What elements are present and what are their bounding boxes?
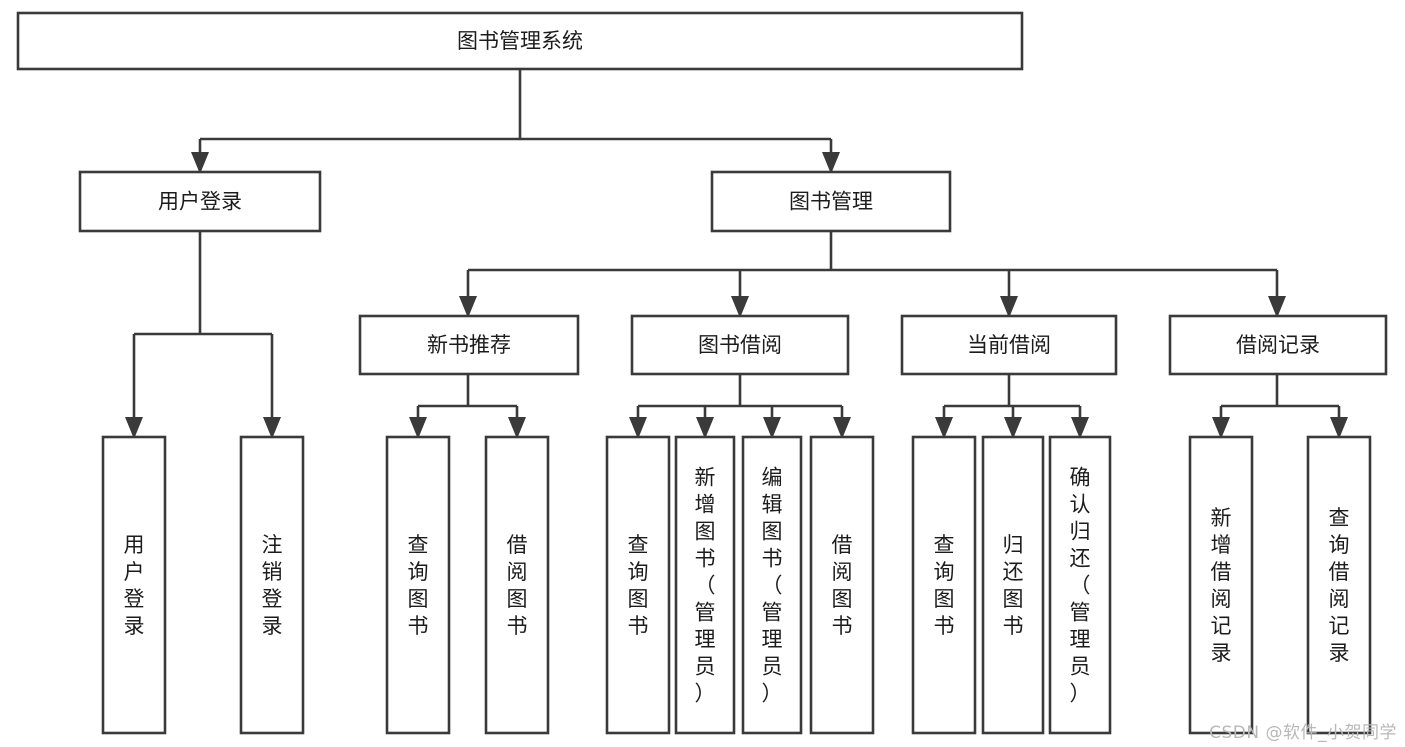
node-label: 查询图书 [934, 533, 955, 638]
node-label: 归还图书 [1003, 533, 1024, 638]
arrow-head-icon [1000, 296, 1018, 318]
arrow-head-icon [1212, 417, 1230, 439]
leaf-node-leaf-borrow-book-bor[interactable]: 借阅图书 [809, 435, 875, 735]
node-new-book-recommend[interactable]: 新书推荐 [358, 314, 580, 376]
node-label: 查询借阅记录 [1329, 506, 1350, 665]
node-book-borrow[interactable]: 图书借阅 [630, 314, 850, 376]
node-user-login[interactable]: 用户登录 [78, 170, 322, 233]
node-box [1188, 435, 1254, 735]
arrow-head-icon [409, 417, 427, 439]
leaf-node-leaf-query-book-bor[interactable]: 查询图书 [605, 435, 671, 735]
node-box [239, 435, 305, 735]
node-box [1048, 435, 1112, 735]
node-label: 注销登录 [262, 533, 283, 638]
node-label: 查询图书 [408, 533, 429, 638]
leaf-node-leaf-logout[interactable]: 注销登录 [239, 435, 305, 735]
node-label: 图书管理系统 [457, 29, 583, 53]
connector-group-book-manage-to-level3 [459, 231, 1286, 318]
arrow-head-icon [1071, 417, 1089, 439]
node-box [605, 435, 671, 735]
arrow-head-icon [263, 417, 281, 439]
leaf-node-leaf-query-book-rec[interactable]: 查询图书 [385, 435, 451, 735]
node-current-borrow[interactable]: 当前借阅 [900, 314, 1118, 376]
node-label: 借阅图书 [507, 533, 528, 638]
arrow-head-icon [459, 296, 477, 318]
node-box [710, 170, 952, 233]
node-label: 用户登录 [158, 190, 242, 214]
arrow-head-icon [763, 417, 781, 439]
connector-group-borrow-record-to-leaves [1212, 374, 1348, 439]
arrow-head-icon [1268, 296, 1286, 318]
leaf-node-leaf-return-book[interactable]: 归还图书 [981, 435, 1045, 735]
node-book-manage[interactable]: 图书管理 [710, 170, 952, 233]
leaf-node-leaf-query-book-cur[interactable]: 查询图书 [911, 435, 977, 735]
node-box [101, 435, 167, 735]
connector-group-user-login-to-leaves [125, 231, 281, 439]
node-label: 图书管理 [789, 190, 873, 214]
node-label: 新书推荐 [427, 333, 511, 357]
arrow-head-icon [125, 417, 143, 439]
node-borrow-record[interactable]: 借阅记录 [1168, 314, 1388, 376]
node-box [674, 435, 736, 735]
arrow-head-icon [1004, 417, 1022, 439]
node-label: 查询图书 [628, 533, 649, 638]
node-label: 确认归还（管理员） [1070, 466, 1091, 706]
node-box [358, 314, 580, 376]
node-box [911, 435, 977, 735]
node-box [1168, 314, 1388, 376]
arrow-head-icon [822, 152, 840, 174]
node-box [981, 435, 1045, 735]
node-box [1306, 435, 1372, 735]
node-label: 新增借阅记录 [1211, 506, 1232, 665]
node-box [809, 435, 875, 735]
node-label: 借阅记录 [1236, 333, 1320, 357]
node-box [78, 170, 322, 233]
arrow-head-icon [508, 417, 526, 439]
arrow-head-icon [1330, 417, 1348, 439]
node-root[interactable]: 图书管理系统 [16, 11, 1024, 71]
arrow-head-icon [935, 417, 953, 439]
node-box [385, 435, 451, 735]
node-box [630, 314, 850, 376]
node-label: 当前借阅 [967, 333, 1051, 357]
arrow-head-icon [833, 417, 851, 439]
leaf-node-leaf-add-book[interactable]: 新增图书（管理员） [674, 435, 736, 735]
connector-group-book-borrow-to-leaves [629, 374, 851, 439]
leaf-node-leaf-confirm-return[interactable]: 确认归还（管理员） [1048, 435, 1112, 735]
leaf-node-leaf-edit-book[interactable]: 编辑图书（管理员） [741, 435, 803, 735]
arrow-head-icon [731, 296, 749, 318]
node-label: 借阅图书 [832, 533, 853, 638]
connector-group-root-to-level2 [191, 69, 840, 174]
node-label: 编辑图书（管理员） [762, 466, 783, 706]
leaf-node-leaf-add-record[interactable]: 新增借阅记录 [1188, 435, 1254, 735]
arrow-head-icon [191, 152, 209, 174]
node-box [741, 435, 803, 735]
node-box [484, 435, 550, 735]
arrow-head-icon [696, 417, 714, 439]
node-label: 新增图书（管理员） [695, 466, 716, 706]
node-box [16, 11, 1024, 71]
arrow-head-icon [629, 417, 647, 439]
leaf-node-leaf-query-record[interactable]: 查询借阅记录 [1306, 435, 1372, 735]
connector-group-current-borrow-to-leaves [935, 374, 1089, 439]
node-box [900, 314, 1118, 376]
leaf-node-leaf-borrow-book-rec[interactable]: 借阅图书 [484, 435, 550, 735]
node-label: 图书借阅 [698, 333, 782, 357]
leaf-node-leaf-user-login[interactable]: 用户登录 [101, 435, 167, 735]
node-label: 用户登录 [124, 533, 145, 638]
connector-group-new-book-recommend-to-leaves [409, 374, 526, 439]
